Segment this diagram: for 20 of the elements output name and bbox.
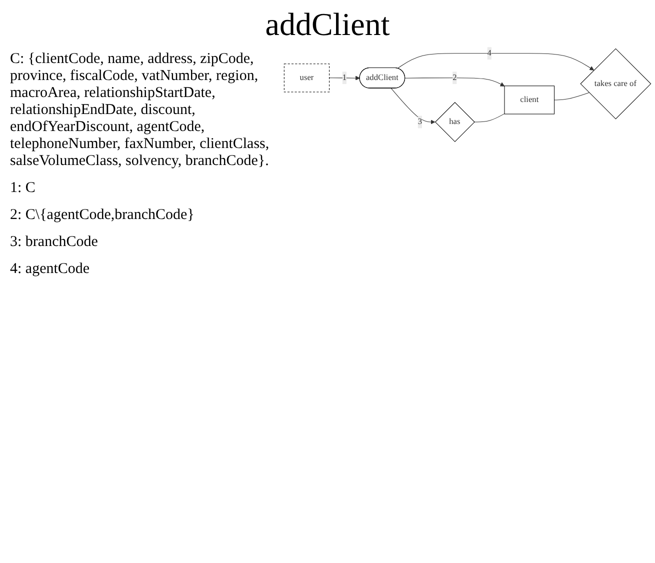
connector xyxy=(474,113,505,122)
arrow xyxy=(329,76,360,80)
title: addClient xyxy=(264,6,391,43)
node-box: client xyxy=(504,86,555,114)
mapping-note: 1: C xyxy=(10,180,36,197)
arrow xyxy=(390,88,436,124)
mapping-note: 4: agentCode xyxy=(10,261,91,278)
connector xyxy=(554,92,590,100)
mapping-note: 2: C\{agentCode,branchCode} xyxy=(10,207,196,224)
node-diamond: takes care of xyxy=(580,48,652,120)
node-box: user xyxy=(284,64,330,92)
note-text: C: {clientCode, name, address, zipCode, province, fiscalCode, vatNumber, region, macroArea, relationshipStartDate, relationshipEndDate, discount, endOfYearDiscount, agentCode, telephoneNumber, faxNumber, clientClass, salseVolumeClass, solvency, branchCode}. xyxy=(10,51,270,170)
mapping-note: 3: branchCode xyxy=(10,234,99,251)
edge-label: 1 xyxy=(342,73,347,82)
edge-label: 2 xyxy=(452,73,457,82)
node-diamond: has xyxy=(434,102,475,142)
edge-label: 4 xyxy=(487,48,492,58)
arrow xyxy=(404,78,505,86)
edge-label: 3 xyxy=(418,117,422,126)
arrow xyxy=(397,53,594,70)
